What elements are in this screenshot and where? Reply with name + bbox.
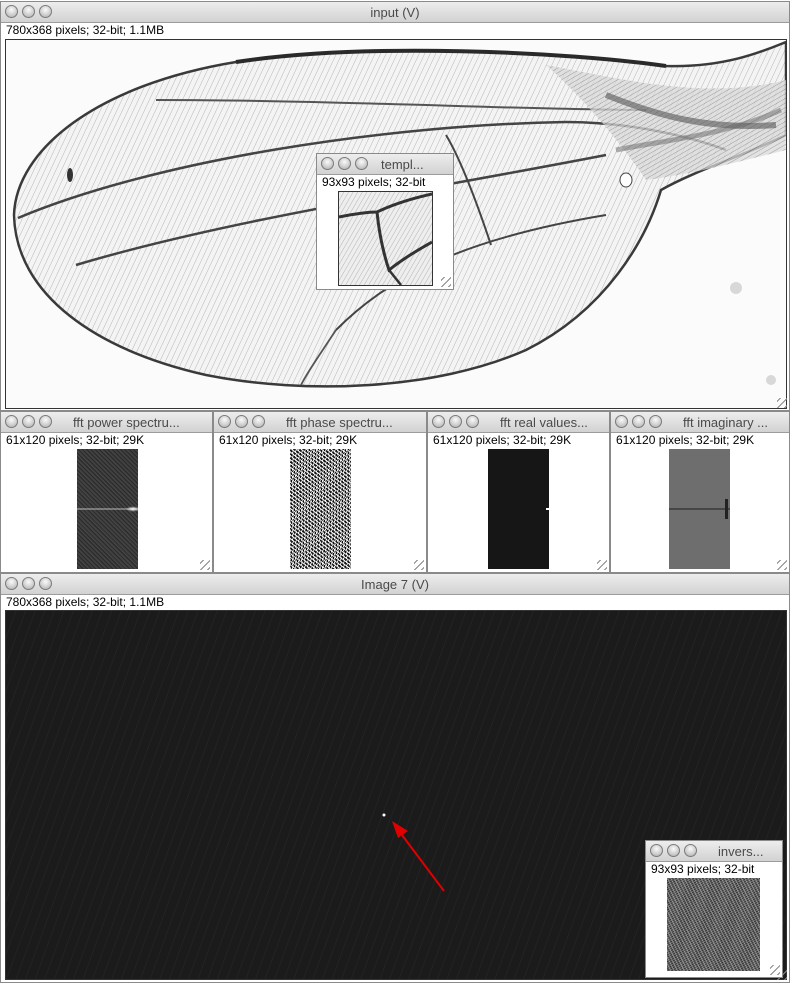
inverse-image[interactable] [667, 878, 760, 971]
image-info: 93x93 pixels; 32-bit [651, 862, 755, 876]
image-info: 780x368 pixels; 32-bit; 1.1MB [6, 23, 165, 37]
window-title: templ... [381, 157, 424, 172]
fft-imag-window[interactable]: fft imaginary ... 61x120 pixels; 32-bit;… [610, 411, 790, 573]
image7-window[interactable]: Image 7 (V) 780x368 pixels; 32-bit; 1.1M… [0, 573, 790, 983]
close-button[interactable] [5, 415, 18, 428]
fft-real-titlebar[interactable]: fft real values... [428, 412, 609, 433]
minimize-button[interactable] [449, 415, 462, 428]
image7-titlebar[interactable]: Image 7 (V) [1, 574, 789, 595]
correlation-peak [382, 813, 386, 817]
fft-imag-image[interactable] [669, 449, 730, 569]
close-button[interactable] [5, 577, 18, 590]
close-button[interactable] [650, 844, 663, 857]
zoom-button[interactable] [39, 577, 52, 590]
arrow-head [392, 821, 408, 838]
template-image [339, 192, 432, 285]
minimize-button[interactable] [338, 157, 351, 170]
fft-phase-image[interactable] [290, 449, 351, 569]
resize-grip[interactable] [770, 965, 780, 975]
image-info: 780x368 pixels; 32-bit; 1.1MB [6, 595, 165, 609]
minimize-button[interactable] [22, 577, 35, 590]
zoom-button[interactable] [355, 157, 368, 170]
resize-grip[interactable] [441, 277, 451, 287]
image-info: 61x120 pixels; 32-bit; 29K [219, 433, 358, 447]
window-title: fft imaginary ... [683, 415, 769, 430]
fft-power-image[interactable] [77, 449, 138, 569]
window-title: fft phase spectru... [286, 415, 393, 430]
correlation-image-canvas[interactable] [5, 610, 787, 980]
window-title: invers... [718, 844, 764, 859]
fft-power-titlebar[interactable]: fft power spectru... [1, 412, 212, 433]
fft-real-image[interactable] [488, 449, 549, 569]
close-button[interactable] [615, 415, 628, 428]
image-info: 61x120 pixels; 32-bit; 29K [616, 433, 755, 447]
zoom-button[interactable] [649, 415, 662, 428]
dc-peak [546, 508, 549, 510]
template-window[interactable]: templ... 93x93 pixels; 32-bit [316, 153, 454, 290]
zoom-button[interactable] [39, 5, 52, 18]
image-info: 61x120 pixels; 32-bit; 29K [6, 433, 145, 447]
minimize-button[interactable] [22, 5, 35, 18]
fft-real-window[interactable]: fft real values... 61x120 pixels; 32-bit… [427, 411, 610, 573]
window-title: input (V) [370, 5, 420, 20]
inverse-titlebar[interactable]: invers... [646, 841, 782, 862]
fft-phase-window[interactable]: fft phase spectru... 61x120 pixels; 32-b… [213, 411, 427, 573]
zoom-button[interactable] [684, 844, 697, 857]
minimize-button[interactable] [632, 415, 645, 428]
resize-grip[interactable] [597, 560, 607, 570]
close-button[interactable] [218, 415, 231, 428]
resize-grip[interactable] [414, 560, 424, 570]
zoom-button[interactable] [39, 415, 52, 428]
resize-grip[interactable] [777, 560, 787, 570]
window-title: fft real values... [500, 415, 588, 430]
arrow-shaft [401, 834, 445, 892]
zoom-button[interactable] [466, 415, 479, 428]
inverse-window[interactable]: invers... 93x93 pixels; 32-bit [645, 840, 783, 978]
fft-phase-titlebar[interactable]: fft phase spectru... [214, 412, 426, 433]
template-image-canvas[interactable] [338, 191, 433, 286]
close-button[interactable] [321, 157, 334, 170]
minimize-button[interactable] [667, 844, 680, 857]
window-title: fft power spectru... [73, 415, 180, 430]
minimize-button[interactable] [235, 415, 248, 428]
image-info: 61x120 pixels; 32-bit; 29K [433, 433, 572, 447]
minimize-button[interactable] [22, 415, 35, 428]
close-button[interactable] [5, 5, 18, 18]
zoom-button[interactable] [252, 415, 265, 428]
window-title: Image 7 (V) [361, 577, 429, 592]
resize-grip[interactable] [777, 398, 787, 408]
resize-grip[interactable] [200, 560, 210, 570]
close-button[interactable] [432, 415, 445, 428]
fft-imag-titlebar[interactable]: fft imaginary ... [611, 412, 789, 433]
fft-power-window[interactable]: fft power spectru... 61x120 pixels; 32-b… [0, 411, 213, 573]
input-titlebar[interactable]: input (V) [1, 2, 789, 23]
template-titlebar[interactable]: templ... [317, 154, 453, 175]
phase-peak [725, 499, 728, 519]
image-info: 93x93 pixels; 32-bit [322, 175, 426, 189]
